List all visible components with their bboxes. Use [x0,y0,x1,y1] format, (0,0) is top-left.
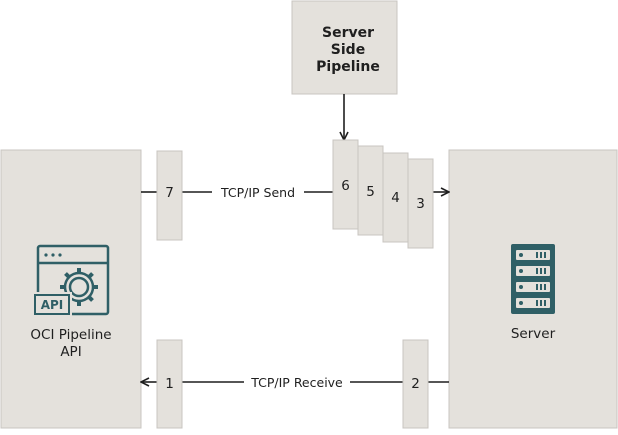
server-rack-icon [511,244,555,314]
step-label-3: 3 [416,196,425,212]
server-label: Server [511,326,556,342]
step-box-3 [407,158,434,249]
step-box-5 [357,145,384,236]
server-side-pipeline-box [291,0,398,95]
step-box-7 [156,150,183,241]
step-label-7: 7 [165,185,174,201]
step-box-2 [402,339,429,429]
client-label-line-1: OCI Pipeline [30,327,111,343]
step-box-6 [332,139,359,230]
step-label-6: 6 [341,178,350,194]
step-label-5: 5 [366,184,375,200]
step-box-1 [156,339,183,429]
step-label-1: 1 [165,376,174,392]
step-box-4 [382,152,409,243]
step-label-4: 4 [391,190,400,206]
pipeline-label-line-3: Pipeline [316,59,380,75]
api-icon-text: API [41,298,64,312]
client-label-line-2: API [60,344,81,360]
api-gear-window-icon [32,244,110,317]
message-tcp-receive: TCP/IP Receive [250,375,343,390]
pipeline-label-line-2: Side [331,42,365,58]
message-tcp-send: TCP/IP Send [220,185,295,200]
step-label-2: 2 [411,376,420,392]
pipeline-label-line-1: Server [322,25,374,41]
